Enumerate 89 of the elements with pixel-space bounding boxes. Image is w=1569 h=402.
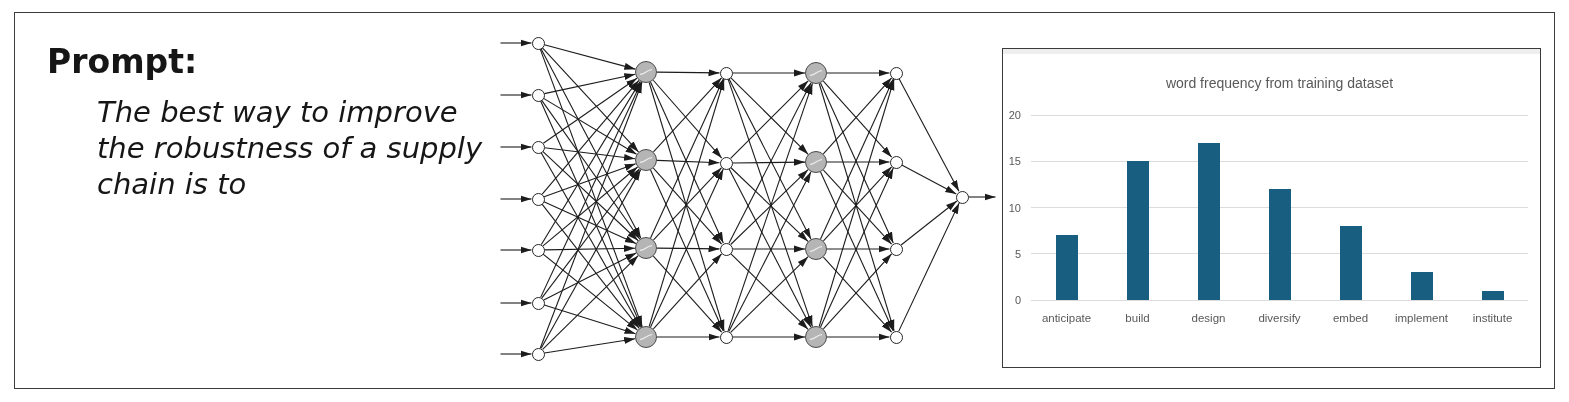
arrow — [540, 81, 642, 298]
arrow — [540, 169, 642, 349]
axis-tick-label: 20 — [1008, 108, 1021, 122]
arrow — [656, 245, 721, 253]
arrow — [540, 152, 642, 328]
arrow — [731, 69, 806, 77]
arrow — [542, 253, 638, 331]
arrow — [826, 333, 891, 341]
arrow — [499, 143, 533, 151]
neuron-circle — [889, 330, 903, 344]
arrow — [541, 168, 640, 299]
neuron-circle — [805, 62, 827, 84]
arrow — [731, 333, 806, 341]
neuron-circle — [889, 155, 903, 169]
neuron-circle — [955, 190, 969, 204]
axis-tick-label: 5 — [1014, 247, 1021, 261]
arrow — [542, 77, 638, 144]
category-label: diversify — [1258, 311, 1301, 325]
arrow — [656, 69, 721, 77]
neuron-circle — [635, 326, 657, 348]
arrow — [543, 244, 636, 252]
neuron-circle — [531, 347, 545, 361]
axis-tick-label: 15 — [1008, 154, 1021, 168]
neuron-circle — [805, 238, 827, 260]
arrow — [731, 245, 806, 253]
neuron-circle — [531, 140, 545, 154]
arrow — [539, 81, 643, 349]
neuron-circle — [635, 149, 657, 171]
arrow — [543, 44, 636, 70]
arrow — [543, 73, 636, 95]
arrow — [499, 91, 533, 99]
arrow — [540, 80, 641, 245]
category-label: build — [1125, 311, 1150, 325]
axis-tick-label: 10 — [1008, 201, 1021, 214]
neuron-circle — [889, 66, 903, 80]
prompt-heading: Prompt: — [47, 41, 198, 83]
neuron-circle — [531, 88, 545, 102]
arrow — [499, 350, 533, 358]
arrow — [826, 158, 891, 166]
neuron-circle — [531, 192, 545, 206]
arrow — [900, 200, 958, 246]
category-label: anticipate — [1041, 311, 1092, 325]
arrow — [539, 48, 643, 328]
arrow — [541, 47, 640, 153]
arrow — [542, 150, 639, 242]
arrow — [656, 158, 721, 166]
arrow — [541, 79, 640, 195]
arrow — [543, 336, 636, 354]
arrow — [541, 99, 641, 240]
arrow — [826, 245, 891, 253]
prompt-text: The best way to improve the robustness of a supply chain is to — [97, 94, 484, 202]
neuron-circle — [635, 237, 657, 259]
arrow — [731, 158, 806, 166]
arrow — [543, 147, 636, 161]
arrow — [898, 202, 960, 332]
arrow — [542, 166, 639, 247]
arrow — [540, 48, 642, 239]
arrow — [967, 193, 997, 201]
category-label: implement — [1394, 311, 1449, 325]
arrow — [656, 333, 721, 341]
neuron-circle — [531, 243, 545, 257]
neuron-circle — [531, 36, 545, 50]
neuron-circle — [805, 151, 827, 173]
arrow — [541, 203, 640, 329]
arrow — [901, 164, 957, 195]
neuron-circle — [805, 326, 827, 348]
arrow — [499, 39, 533, 47]
neuron-circle — [719, 156, 733, 170]
arrow — [499, 299, 533, 307]
neuron-circle — [719, 66, 733, 80]
category-label: embed — [1332, 311, 1369, 325]
arrow — [540, 100, 643, 328]
arrow — [543, 163, 637, 198]
arrow — [543, 201, 637, 244]
chart-title: word frequency from training dataset — [1165, 75, 1394, 92]
axis-tick-label: 0 — [1014, 293, 1021, 307]
neuron-circle — [719, 330, 733, 344]
neuron-circle — [635, 61, 657, 83]
neuron-circle — [531, 296, 545, 310]
category-label: design — [1191, 311, 1226, 325]
arrow — [543, 97, 638, 155]
arrow — [898, 78, 960, 192]
arrow — [543, 252, 637, 301]
arrow — [826, 69, 891, 77]
arrow — [543, 304, 637, 335]
arrow — [542, 255, 639, 350]
arrow — [499, 246, 533, 254]
category-label: institute — [1472, 311, 1513, 325]
arrow — [499, 195, 533, 203]
